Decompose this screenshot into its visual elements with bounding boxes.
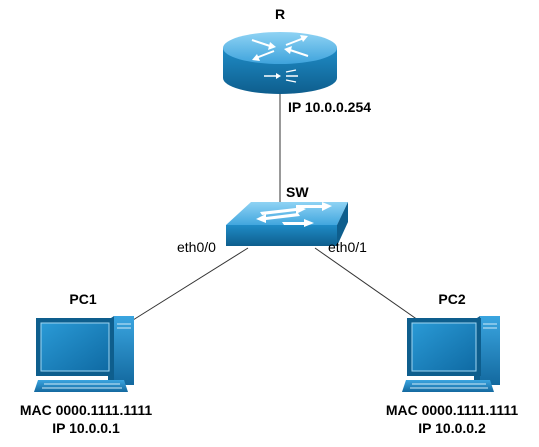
router-name: R — [274, 6, 286, 22]
link-switch-pc2 — [314, 247, 419, 321]
pc1-ip: IP 10.0.0.1 — [52, 420, 120, 436]
router-icon[interactable] — [223, 32, 337, 94]
pc2-mac: MAC 0000.1111.1111 — [385, 402, 519, 418]
router-ip: IP 10.0.0.254 — [288, 99, 372, 115]
pc2-ip: IP 10.0.0.2 — [418, 420, 486, 436]
pc1-name: PC1 — [69, 291, 97, 307]
pc2-name: PC2 — [438, 291, 466, 307]
link-switch-pc1 — [132, 247, 249, 321]
switch-name: SW — [286, 184, 309, 200]
pc-icon[interactable] — [34, 316, 134, 392]
switch-port-left: eth0/0 — [177, 239, 216, 255]
switch-port-right: eth0/1 — [328, 239, 367, 255]
pc-icon[interactable] — [402, 316, 500, 392]
switch-icon[interactable] — [226, 202, 348, 246]
pc1-mac: MAC 0000.1111.1111 — [19, 402, 153, 418]
links — [132, 94, 419, 321]
